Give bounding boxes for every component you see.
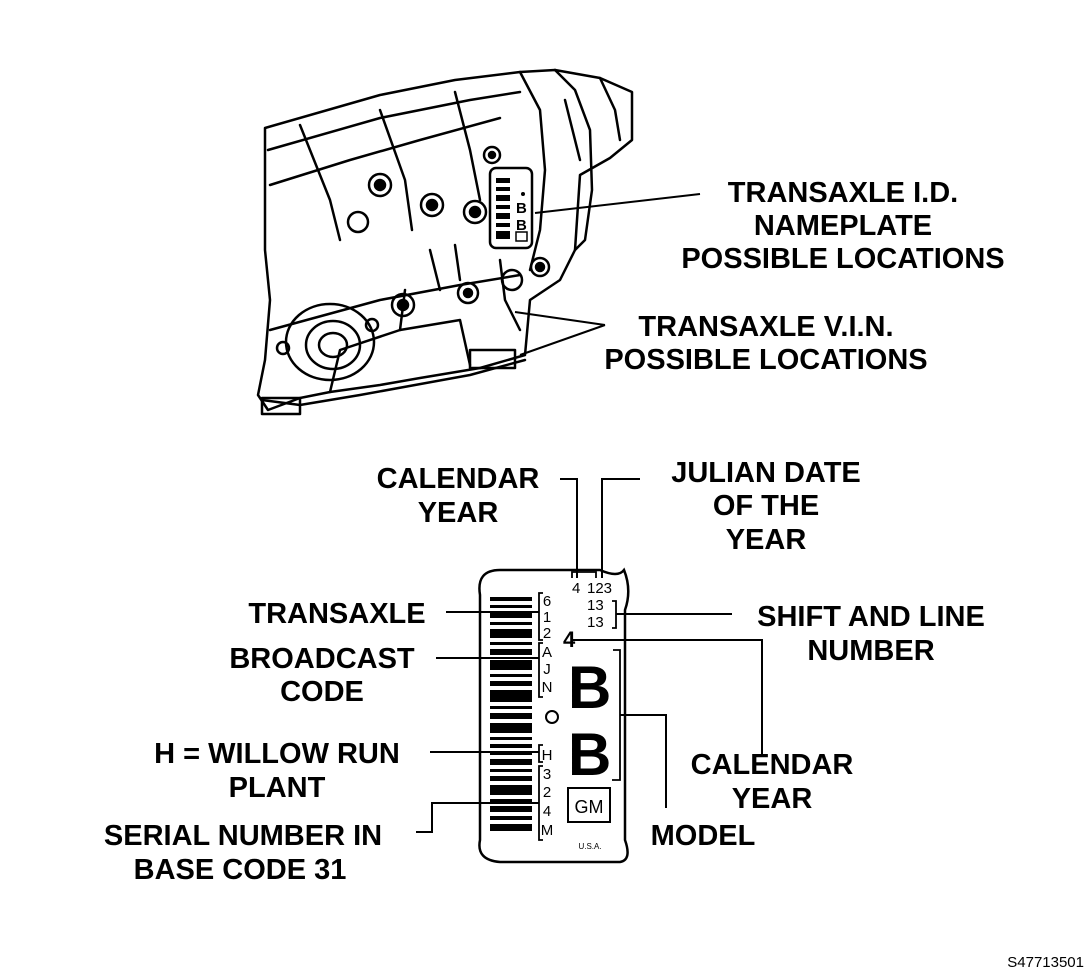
label-julian-date: JULIAN DATE OF THE YEAR [671,457,861,556]
svg-text:YEAR: YEAR [726,524,807,556]
svg-text:A: A [542,644,552,661]
svg-text:N: N [542,679,553,696]
broadcast-chars: 6 1 2 A J N [542,593,553,696]
svg-text:CALENDAR: CALENDAR [691,749,854,781]
plate-country: U.S.A. [578,842,601,851]
label-model: MODEL [651,820,756,852]
top-leader-lines [514,193,701,356]
small-plate-letter-2: B [516,217,527,234]
svg-text:YEAR: YEAR [418,497,499,529]
svg-text:M: M [541,822,554,839]
figure-id: S47713501 [1007,954,1084,970]
svg-text:GM: GM [575,797,604,817]
model-letter-1: B [568,654,611,721]
label-plant: H = WILLOW RUN PLANT [154,738,400,804]
svg-text:3: 3 [543,766,551,783]
svg-text:J: J [543,661,551,678]
svg-text:SERIAL NUMBER IN: SERIAL NUMBER IN [104,820,382,852]
svg-text:NAMEPLATE: NAMEPLATE [754,210,932,242]
vin-label: TRANSAXLE V.I.N. POSSIBLE LOCATIONS [604,311,927,376]
plate-leader-lines [416,478,763,833]
small-plate-letter-1: B [516,200,527,217]
plate-julian: 123 [587,580,612,597]
svg-text:TRANSAXLE I.D.: TRANSAXLE I.D. [728,177,958,209]
label-serial-number: SERIAL NUMBER IN BASE CODE 31 [104,820,382,886]
plate-year-digit: 4 [572,580,580,597]
barcode [490,597,532,831]
plate-hole [545,710,559,724]
plate-shift-1: 13 [587,597,604,614]
svg-text:OF THE: OF THE [713,490,819,522]
svg-text:2: 2 [543,784,551,801]
label-calendar-year-top: CALENDAR YEAR [377,463,540,529]
svg-text:NUMBER: NUMBER [807,635,934,667]
svg-text:H: H [542,747,553,764]
svg-text:JULIAN DATE: JULIAN DATE [671,457,861,489]
plate-big-year: 4 [563,627,576,652]
label-transaxle: TRANSAXLE [248,598,425,630]
model-letter-2: B [568,721,611,788]
label-calendar-year-right: CALENDAR YEAR [691,749,854,815]
label-broadcast-code: BROADCAST CODE [229,643,415,708]
label-shift-line: SHIFT AND LINE NUMBER [757,601,985,667]
svg-text:YEAR: YEAR [732,783,813,815]
svg-text:2: 2 [543,625,551,642]
plate-shift-2: 13 [587,614,604,631]
svg-text:BASE CODE 31: BASE CODE 31 [134,854,347,886]
svg-text:PLANT: PLANT [229,772,326,804]
svg-text:BROADCAST: BROADCAST [229,643,415,675]
svg-text:4: 4 [543,803,551,820]
svg-text:CODE: CODE [280,676,364,708]
small-id-plate: B B [488,166,534,250]
svg-text:H = WILLOW RUN: H = WILLOW RUN [154,738,400,770]
transaxle-illustration [256,68,634,416]
svg-text:SHIFT AND LINE: SHIFT AND LINE [757,601,985,633]
svg-text:1: 1 [543,609,551,626]
gm-logo: GM [567,787,611,823]
svg-text:TRANSAXLE V.I.N.: TRANSAXLE V.I.N. [638,311,893,343]
svg-text:POSSIBLE LOCATIONS: POSSIBLE LOCATIONS [681,243,1004,275]
svg-text:POSSIBLE LOCATIONS: POSSIBLE LOCATIONS [604,344,927,376]
svg-text:6: 6 [543,593,551,610]
nameplate-label: TRANSAXLE I.D. NAMEPLATE POSSIBLE LOCATI… [681,177,1004,275]
svg-text:CALENDAR: CALENDAR [377,463,540,495]
serial-chars: H 3 2 4 M [541,747,554,839]
